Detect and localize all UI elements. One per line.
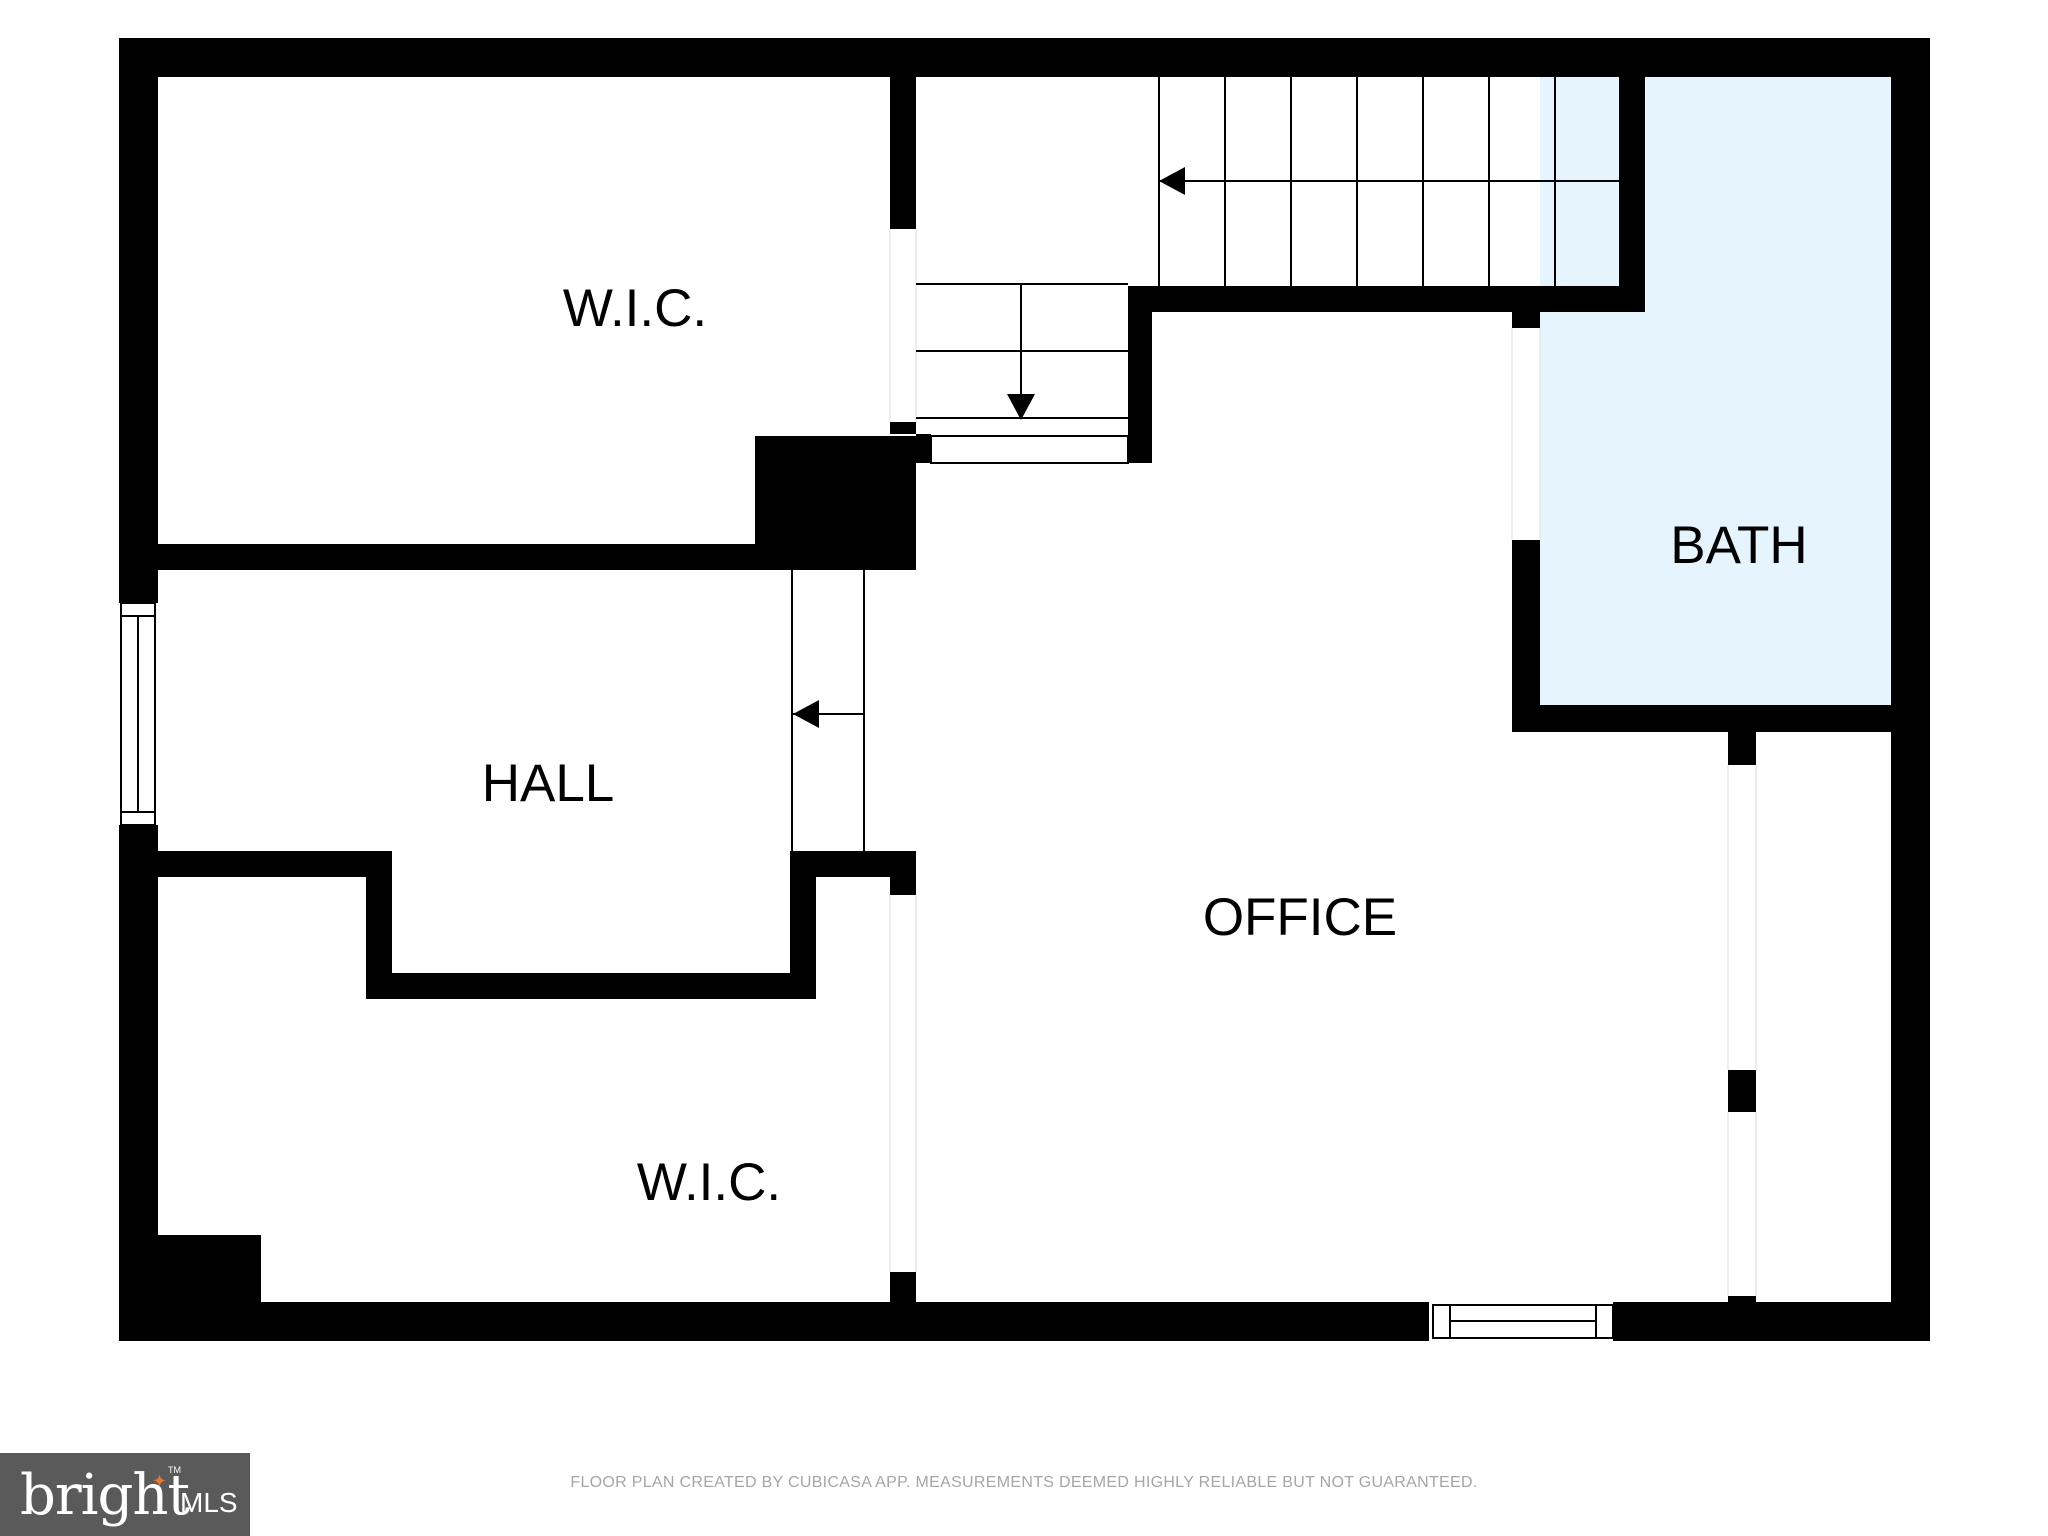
stairs-lower: [916, 283, 1129, 464]
stair-arrow-left-icon: [1159, 167, 1185, 195]
door-openings: [889, 229, 1757, 1296]
room-label-bath: BATH: [1670, 516, 1807, 575]
room-label-wic-top: W.I.C.: [563, 279, 707, 338]
logo-trademark: TM: [168, 1465, 181, 1475]
room-label-hall: HALL: [482, 754, 615, 813]
spark-icon: ✦: [152, 1471, 168, 1492]
stair-arrow-left-icon: [793, 700, 819, 728]
bath-floor: [1540, 77, 1895, 705]
logo-wordmark: bright: [20, 1463, 190, 1528]
window-left: [120, 602, 156, 826]
walls: [119, 38, 1930, 1341]
room-label-wic-bottom: W.I.C.: [637, 1153, 781, 1212]
room-label-office: OFFICE: [1203, 888, 1397, 947]
disclaimer-note: FLOOR PLAN CREATED BY CUBICASA APP. MEAS…: [570, 1474, 1478, 1491]
bright-mls-logo: bright ✦ TM MLS: [0, 1453, 250, 1536]
window-bottom: [1432, 1304, 1614, 1339]
stairs-upper: [1158, 77, 1619, 286]
stair-arrow-down-icon: [1007, 394, 1035, 420]
logo-suffix: MLS: [180, 1487, 238, 1518]
